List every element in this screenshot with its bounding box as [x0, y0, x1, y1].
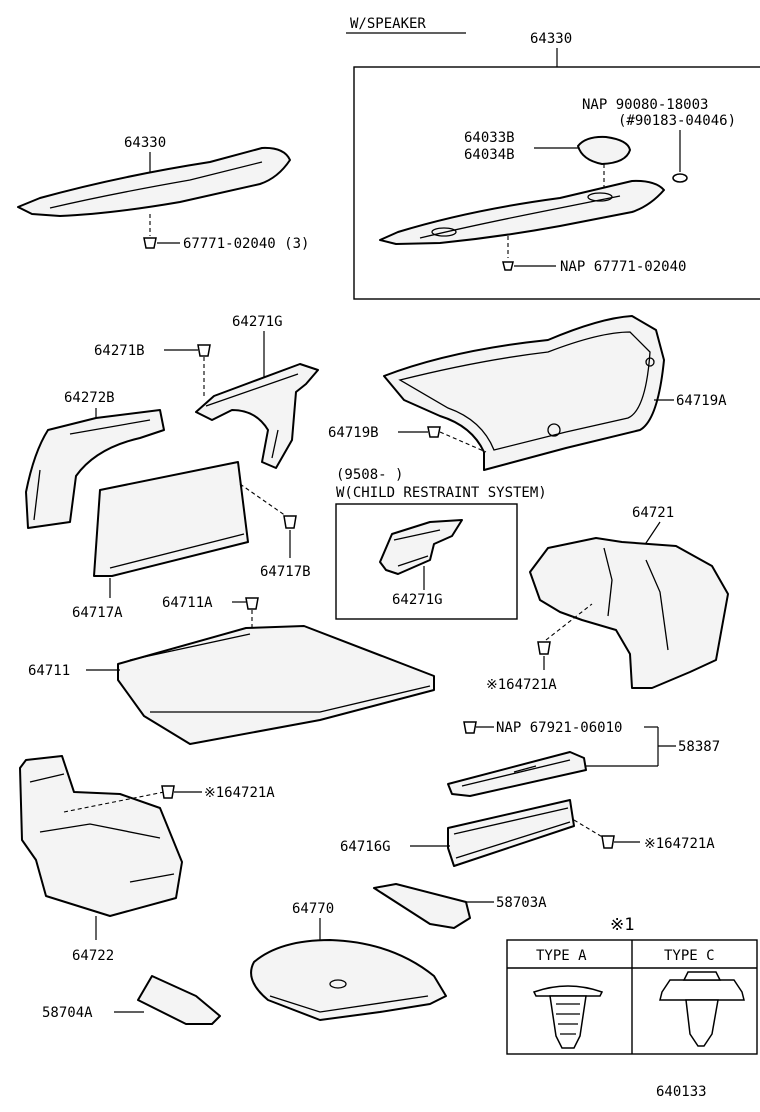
child-bracket-label: 64271G: [392, 592, 443, 608]
speaker-clip-label: NAP 67771-02040: [560, 259, 686, 275]
sill-nap-label: NAP 67921-06010: [496, 720, 622, 736]
sill-nap-icon: [463, 721, 477, 734]
side-bolt-icon: [197, 344, 211, 357]
trunk-lid-shape: [383, 315, 665, 471]
speaker-nut-label-1: NAP 90080-18003: [582, 97, 708, 113]
left-trim-clip-icon: [161, 785, 175, 799]
side-panel-b-detail: [33, 419, 151, 521]
side-panel-g-shape: [195, 363, 319, 469]
right-trim-clip-icon: [537, 641, 551, 655]
sill-plate-label: 58387: [678, 739, 720, 755]
child-bracket-detail: [393, 529, 441, 567]
partition-clip-icon: [283, 515, 297, 529]
speaker-variant-label: W/SPEAKER: [350, 16, 426, 32]
floor-mat-label: 64711: [28, 663, 70, 679]
left-trim-clip-label: ※164721A: [204, 785, 275, 801]
child-box-line-2: W(CHILD RESTRAINT SYSTEM): [336, 485, 547, 501]
side-panel-b-shape: [25, 409, 165, 529]
speaker-box-part-label: 64330: [530, 31, 572, 47]
child-bracket-shape: [379, 519, 463, 575]
trunk-lid-lock-hole: [547, 423, 561, 437]
trunk-lid-inner: [398, 331, 651, 451]
floor-mat-shape: [117, 625, 435, 745]
legend-type-c-label: TYPE C: [664, 948, 715, 964]
type-c-clip-icon: [659, 971, 745, 1047]
sill-cover-shape: [447, 799, 575, 867]
speaker-tray-shape: [379, 179, 665, 245]
package-tray-shape: [17, 146, 291, 217]
figure-number: 640133: [656, 1084, 707, 1100]
floor-mat-clip-label: 64711A: [162, 595, 213, 611]
trunk-lid-clip-label: 64719B: [328, 425, 379, 441]
spare-cover-label: 64770: [292, 901, 334, 917]
side-panel-b-label: 64272B: [64, 390, 115, 406]
package-tray-clip-label: 67771-02040 (3): [183, 236, 309, 252]
package-tray-part-label: 64330: [124, 135, 166, 151]
left-trim-shape: [19, 755, 183, 917]
side-bolt-label: 64271B: [94, 343, 145, 359]
bracket-b-shape: [137, 975, 221, 1025]
partition-shape: [93, 461, 249, 577]
left-trim-detail: [29, 773, 175, 883]
side-panel-g-label: 64271G: [232, 314, 283, 330]
trunk-lid-clip-icon: [427, 426, 441, 438]
right-trim-dashline: [545, 603, 593, 641]
sill-cover-dashline: [573, 819, 605, 839]
spare-cover-edge: [269, 995, 429, 1013]
legend-type-a-label: TYPE A: [536, 948, 587, 964]
sill-cover-label: 64716G: [340, 839, 391, 855]
speaker-box: [353, 66, 760, 300]
sill-cover-clip-label: ※164721A: [644, 836, 715, 852]
trunk-lid-clip-dashline: [439, 431, 487, 453]
speaker-nut-icon: [672, 173, 688, 183]
trunk-lid-hole: [645, 357, 655, 367]
partition-clip-label: 64717B: [260, 564, 311, 580]
left-trim-label: 64722: [72, 948, 114, 964]
speaker-tray-ridge: [419, 195, 621, 239]
floor-mat-detail: [129, 633, 431, 713]
speaker-pad-label-1: 64033B: [464, 130, 515, 146]
type-a-clip-icon: [532, 985, 604, 1049]
speaker-pad-shape: [577, 135, 631, 165]
speaker-nut-label-2: (#90183-04046): [618, 113, 736, 129]
partition-label: 64717A: [72, 605, 123, 621]
child-restraint-box: [335, 503, 518, 620]
floor-mat-clip-icon: [245, 597, 259, 610]
right-trim-shape: [529, 537, 729, 689]
sill-plate-detail: [461, 759, 571, 787]
package-tray-clip-icon: [143, 237, 157, 249]
bracket-a-label: 58703A: [496, 895, 547, 911]
bracket-b-label: 58704A: [42, 1005, 93, 1021]
bracket-a-shape: [373, 883, 471, 929]
child-box-line-1: (9508- ): [336, 467, 403, 483]
sill-cover-clip-icon: [601, 835, 615, 849]
partition-dashline: [239, 483, 287, 517]
sill-cover-detail: [453, 807, 571, 859]
spare-cover-hole: [329, 979, 347, 989]
speaker-pad-label-2: 64034B: [464, 147, 515, 163]
speaker-tray-hole-2: [587, 192, 613, 202]
package-tray-ridge: [49, 161, 263, 209]
speaker-clip-icon: [502, 261, 514, 271]
partition-fold: [109, 533, 245, 569]
right-trim-clip-label: ※164721A: [486, 677, 557, 693]
right-trim-detail: [603, 547, 669, 651]
left-trim-dashline: [63, 791, 165, 813]
speaker-tray-hole-1: [431, 227, 457, 237]
legend-title: ※1: [610, 915, 634, 935]
sill-plate-shape: [447, 751, 587, 797]
side-panel-g-detail: [205, 373, 299, 459]
right-trim-label: 64721: [632, 505, 674, 521]
trunk-lid-label: 64719A: [676, 393, 727, 409]
